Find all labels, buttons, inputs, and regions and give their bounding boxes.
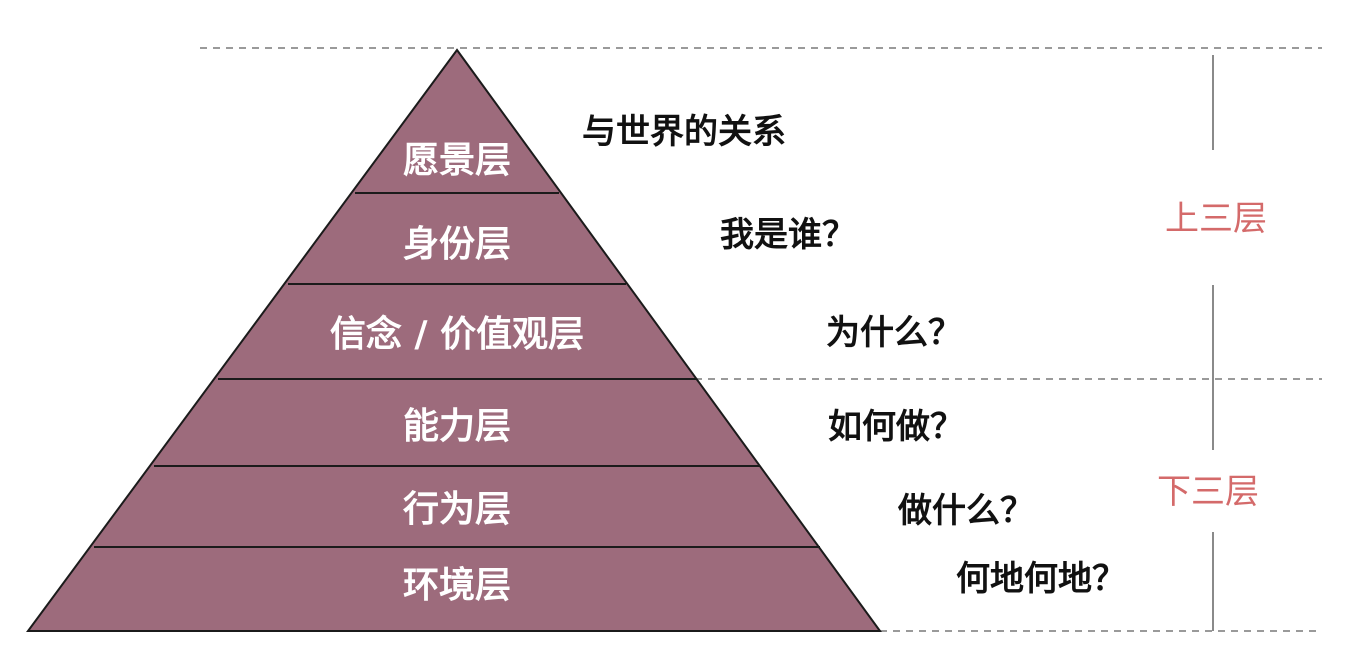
question-vision: 与世界的关系 [582, 112, 786, 152]
group-label-upper: 上三层 [1165, 199, 1267, 239]
layer-label-environment: 环境层 [403, 565, 511, 606]
layer-label-behavior: 行为层 [403, 489, 511, 530]
question-capability: 如何做？ [828, 407, 964, 447]
group-label-lower: 下三层 [1157, 472, 1259, 512]
layer-label-capability: 能力层 [403, 406, 511, 447]
question-identity: 我是谁？ [720, 215, 856, 255]
pyramid-shape [26, 48, 882, 632]
layer-label-identity: 身份层 [403, 224, 511, 265]
question-beliefs-values: 为什么？ [826, 313, 962, 353]
question-environment: 何地何地？ [956, 559, 1126, 599]
question-behavior: 做什么？ [897, 491, 1034, 531]
layer-label-vision: 愿景层 [403, 140, 511, 181]
layer-label-beliefs-values: 信念 / 价值观层 [330, 313, 584, 355]
